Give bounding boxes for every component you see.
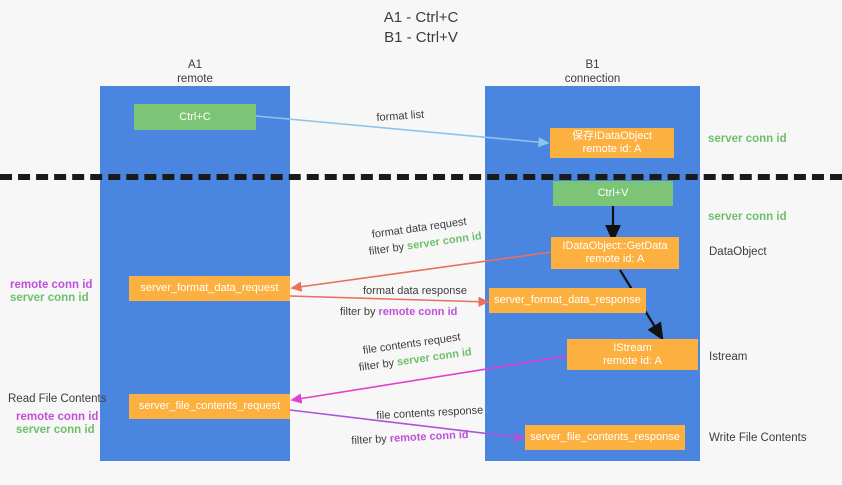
node-server-format-data-request-label: server_format_data_request	[140, 282, 279, 294]
edge-label-format-data-response-filter-prefix: filter by	[340, 306, 379, 318]
node-server-format-data-response[interactable]: server_format_data_response	[489, 288, 646, 313]
label-istream-text: Istream	[709, 351, 748, 363]
column-header-b1-sub: connection	[564, 73, 621, 85]
node-server-file-contents-request[interactable]: server_file_contents_request	[129, 394, 290, 419]
label-dataobject-text: DataObject	[709, 246, 767, 258]
edge-label-file-contents-response-filter-key: remote conn id	[389, 428, 469, 445]
node-ctrl-c-label: Ctrl+C	[179, 110, 211, 123]
edge-label-format-data-response-filter: filter by remote conn id	[340, 305, 457, 319]
label-remote-conn-id-1: remote conn id	[10, 278, 92, 292]
label-istream: Istream	[709, 350, 747, 364]
node-getdata-line2: remote id: A	[585, 253, 645, 265]
column-header-b1: B1 connection	[485, 58, 700, 86]
label-server-conn-id-mid: server conn id	[708, 210, 787, 224]
edge-label-file-contents-response-filter-prefix: filter by	[351, 432, 391, 447]
edge-label-format-list-text: format list	[376, 108, 425, 124]
label-server-conn-id-mid-text: server conn id	[708, 211, 787, 223]
column-header-a1: A1 remote	[100, 58, 290, 86]
label-write-file-contents: Write File Contents	[709, 431, 807, 445]
label-server-conn-id-1-text: server conn id	[10, 292, 89, 304]
label-server-conn-id-top: server conn id	[708, 132, 787, 146]
label-write-file-contents-text: Write File Contents	[709, 432, 807, 444]
column-header-a1-sub: remote	[177, 73, 213, 85]
edge-label-file-contents-request-filter-prefix: filter by	[358, 356, 398, 374]
label-remote-conn-id-1-text: remote conn id	[10, 279, 93, 291]
page-title: A1 - Ctrl+C B1 - Ctrl+V	[0, 8, 842, 48]
node-ctrl-c[interactable]: Ctrl+C	[134, 104, 256, 130]
node-save-idataobject-line2: remote id: A	[582, 143, 642, 155]
column-header-b1-name: B1	[585, 59, 600, 71]
title-line-2: B1 - Ctrl+V	[384, 29, 458, 46]
node-getdata-line1: IDataObject::GetData	[562, 240, 668, 252]
node-save-idataobject-line1: 保存IDataObject	[571, 130, 653, 142]
node-save-idataobject[interactable]: 保存IDataObject remote id: A	[550, 128, 674, 158]
edge-label-file-contents-response-filter: filter by remote conn id	[351, 428, 469, 448]
label-server-conn-id-1: server conn id	[10, 291, 89, 305]
edge-label-file-contents-response: file contents response	[376, 403, 484, 423]
node-istream-line1: IStream	[613, 341, 652, 354]
edge-label-format-data-response: format data response	[363, 284, 467, 298]
label-server-conn-id-2: server conn id	[16, 423, 95, 437]
node-server-file-contents-response[interactable]: server_file_contents_response	[525, 425, 685, 450]
label-server-conn-id-2-text: server conn id	[16, 424, 95, 436]
phase-divider	[0, 174, 842, 180]
label-read-file-contents: Read File Contents	[8, 392, 106, 406]
node-istream[interactable]: IStream remote id: A	[567, 339, 698, 370]
node-server-format-data-response-label: server_format_data_response	[494, 294, 641, 306]
label-read-file-contents-text: Read File Contents	[8, 393, 107, 405]
column-header-a1-name: A1	[187, 59, 203, 71]
label-remote-conn-id-2-text: remote conn id	[16, 411, 99, 423]
edge-label-format-data-response-text: format data response	[363, 285, 467, 297]
node-server-format-data-request[interactable]: server_format_data_request	[129, 276, 290, 301]
edge-label-format-list: format list	[376, 108, 425, 125]
title-line-1: A1 - Ctrl+C	[383, 9, 459, 26]
edge-label-file-contents-response-text: file contents response	[376, 404, 484, 422]
node-ctrl-v[interactable]: Ctrl+V	[553, 181, 673, 206]
node-istream-line2: remote id: A	[603, 354, 662, 367]
label-server-conn-id-top-text: server conn id	[708, 133, 787, 145]
label-dataobject: DataObject	[709, 245, 767, 259]
edge-label-format-data-response-filter-key: remote conn id	[378, 306, 458, 318]
node-server-file-contents-request-label: server_file_contents_request	[138, 400, 281, 412]
node-ctrl-v-label: Ctrl+V	[597, 187, 629, 199]
node-server-file-contents-response-label: server_file_contents_response	[530, 431, 680, 443]
label-remote-conn-id-2: remote conn id	[16, 410, 98, 424]
edge-label-format-data-request-filter-prefix: filter by	[368, 240, 408, 258]
node-getdata[interactable]: IDataObject::GetData remote id: A	[551, 237, 679, 269]
